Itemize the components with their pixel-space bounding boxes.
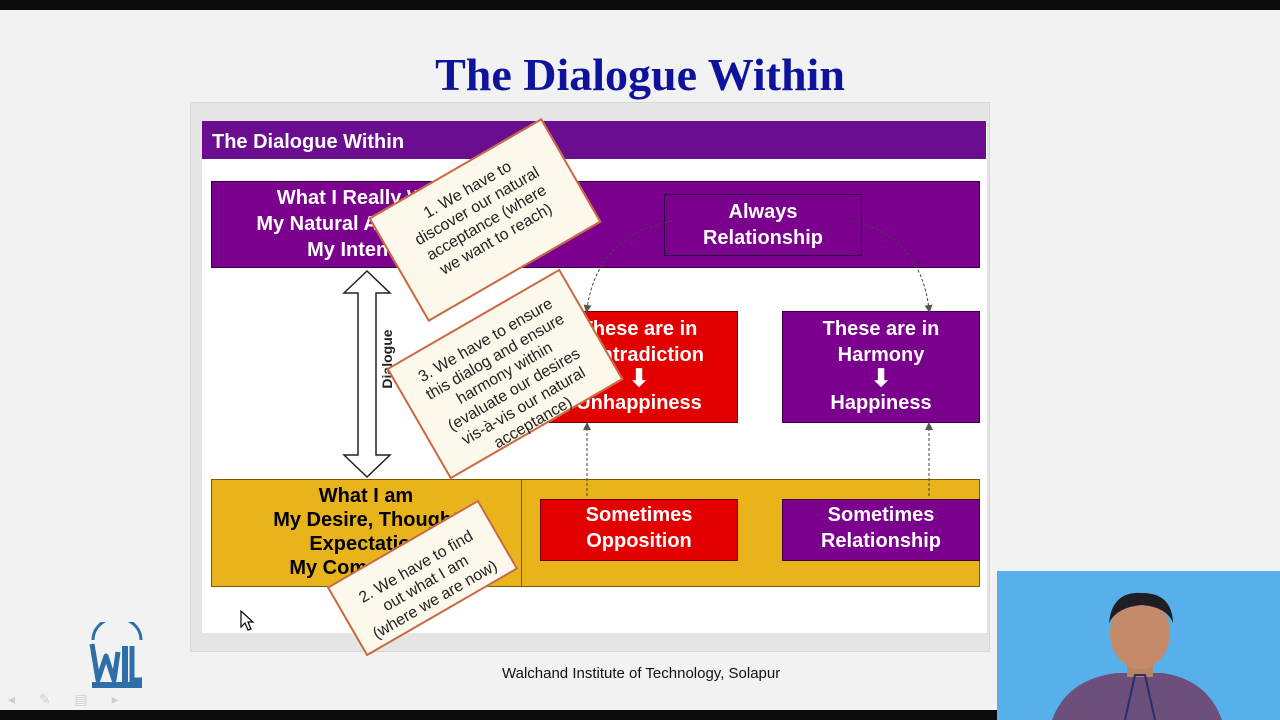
footer-text: Walchand Institute of Technology, Solapu… [502, 665, 781, 682]
diagram-panel: The Dialogue Within What I Really Want M… [190, 102, 990, 652]
relationship-line-2: Relationship [820, 530, 941, 552]
relationship-line-1: Sometimes [827, 504, 935, 526]
band-divider [521, 479, 522, 587]
sometimes-opposition-box: Sometimes Opposition [540, 499, 738, 561]
bottom-left-line-1: What I am [318, 485, 414, 507]
diagram-inner: The Dialogue Within What I Really Want M… [202, 121, 987, 633]
dashed-arrow [851, 220, 933, 313]
slide: The Dialogue Within The Dialogue Within … [0, 10, 1280, 710]
opposition-line-1: Sometimes [585, 504, 693, 526]
harmony-line-1: These are in [822, 318, 940, 340]
mouse-pointer-icon [240, 610, 255, 631]
opposition-line-2: Opposition [586, 530, 692, 552]
down-arrow-icon: ⬇ [628, 365, 650, 392]
down-arrow-icon: ⬇ [870, 365, 892, 392]
contradiction-line-3: Unhappiness [576, 392, 702, 414]
connector-lines [342, 220, 933, 496]
always-relationship-box: Always Relationship [664, 194, 862, 256]
sometimes-relationship-box: Sometimes Relationship [782, 499, 980, 561]
harmony-line-3: Happiness [830, 392, 932, 414]
diagram-header: The Dialogue Within [202, 121, 986, 159]
harmony-box: These are in Harmony ⬇ Happiness [782, 311, 980, 423]
speaker-video-icon [997, 571, 1280, 720]
slide-title: The Dialogue Within [435, 49, 845, 100]
slide-nav-icons[interactable]: ◂ ✎ ▤ ▸ [8, 691, 129, 707]
harmony-line-2: Harmony [837, 344, 925, 366]
contradiction-line-1: These are in [580, 318, 698, 340]
always-line-2: Relationship [702, 227, 823, 249]
institute-logo-icon [89, 622, 143, 688]
dialogue-label: Dialogue [379, 329, 395, 389]
always-line-1: Always [728, 201, 798, 223]
dashed-arrow [583, 220, 673, 313]
double-arrow-icon [342, 269, 392, 479]
bottom-left-line-2: My Desire, Thought [273, 509, 459, 531]
diagram-header-label: The Dialogue Within [212, 131, 405, 153]
